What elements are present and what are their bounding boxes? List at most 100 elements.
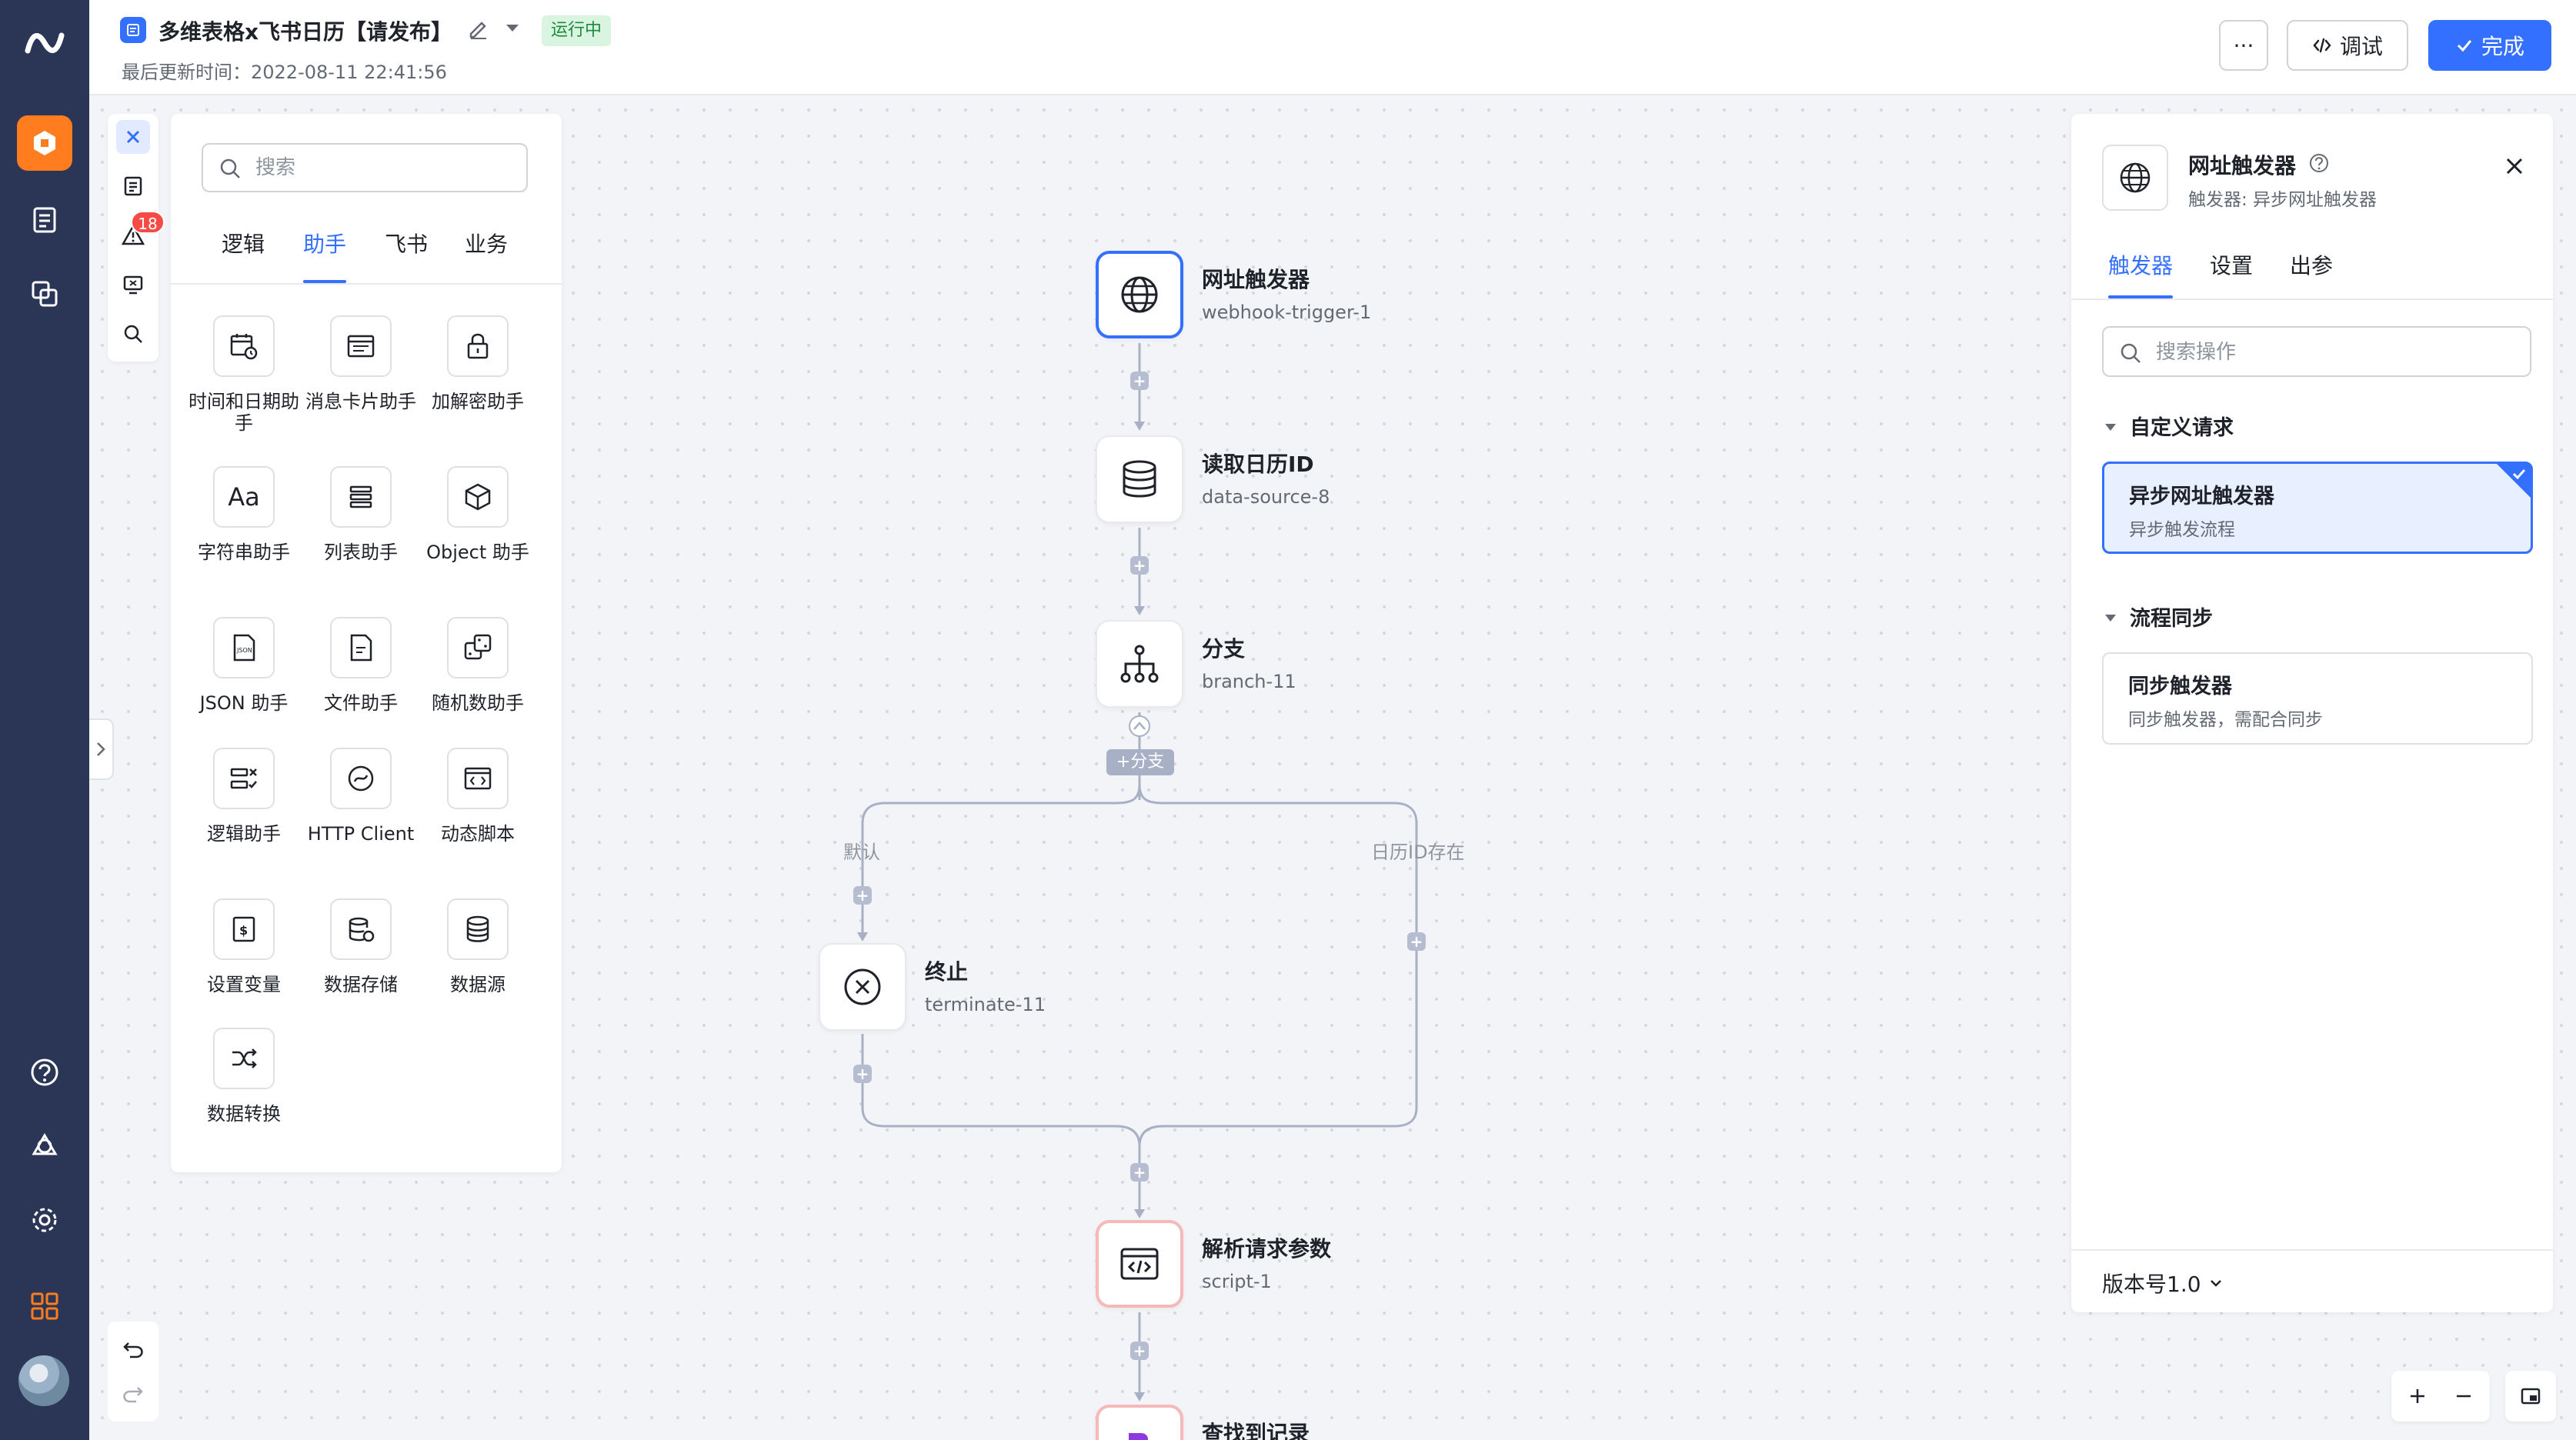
component-file-helper[interactable]: 文件助手 bbox=[303, 617, 419, 714]
component-label: HTTP Client bbox=[307, 823, 415, 845]
branch-icon bbox=[1120, 645, 1159, 683]
add-node-button[interactable]: + bbox=[1130, 372, 1149, 390]
left-nav bbox=[0, 0, 89, 1440]
node-id: branch-11 bbox=[1202, 671, 1296, 692]
minimap-icon[interactable] bbox=[2505, 1371, 2556, 1422]
component-datetime-helper[interactable]: 时间和日期助手 bbox=[186, 315, 302, 434]
warning-icon[interactable] bbox=[116, 218, 150, 252]
check-icon bbox=[2512, 468, 2526, 480]
component-label: 列表助手 bbox=[324, 542, 398, 563]
done-label: 完成 bbox=[2481, 34, 2524, 59]
tab-settings[interactable]: 设置 bbox=[2210, 253, 2254, 278]
add-branch-button[interactable]: +分支 bbox=[1106, 749, 1174, 775]
app-logo-icon[interactable] bbox=[18, 17, 71, 69]
section-flow-sync[interactable]: 流程同步 bbox=[2105, 602, 2213, 632]
undo-icon[interactable] bbox=[116, 1332, 150, 1366]
close-circle-icon bbox=[844, 968, 881, 1005]
component-list-helper[interactable]: 列表助手 bbox=[303, 466, 419, 563]
action-search[interactable] bbox=[2102, 326, 2531, 377]
doc-list-icon[interactable] bbox=[116, 169, 150, 203]
version-label: 版本号1.0 bbox=[2102, 1272, 2201, 1297]
version-select[interactable]: 版本号1.0 bbox=[2102, 1268, 2224, 1298]
section-title: 自定义请求 bbox=[2130, 416, 2234, 440]
add-node-button[interactable]: + bbox=[853, 886, 872, 905]
flow-node-script[interactable] bbox=[1096, 1220, 1183, 1308]
redo-icon[interactable] bbox=[116, 1377, 150, 1411]
close-icon[interactable] bbox=[2499, 151, 2530, 182]
component-json-helper[interactable]: JSON JSON 助手 bbox=[186, 617, 302, 714]
section-title: 流程同步 bbox=[2130, 607, 2213, 631]
component-set-variable[interactable]: $ 设置变量 bbox=[186, 898, 302, 995]
component-object-helper[interactable]: Object 助手 bbox=[420, 466, 536, 563]
component-crypto-helper[interactable]: 加解密助手 bbox=[420, 315, 536, 412]
chevron-down-icon bbox=[2210, 1280, 2221, 1287]
done-button[interactable]: 完成 bbox=[2428, 20, 2551, 71]
component-data-storage[interactable]: 数据存储 bbox=[303, 898, 419, 995]
component-data-source[interactable]: 数据源 bbox=[420, 898, 536, 995]
flow-node-terminate[interactable] bbox=[819, 943, 906, 1031]
card-desc: 异步触发流程 bbox=[2129, 520, 2235, 540]
tab-logic[interactable]: 逻辑 bbox=[222, 232, 265, 257]
node-name: 分支 bbox=[1202, 636, 1246, 662]
component-logic-helper[interactable]: 逻辑助手 bbox=[186, 748, 302, 845]
close-panel-icon[interactable] bbox=[116, 120, 150, 154]
debug-button[interactable]: 调试 bbox=[2287, 20, 2408, 71]
component-string-helper[interactable]: Aa 字符串助手 bbox=[186, 466, 302, 563]
script-icon bbox=[447, 748, 509, 809]
tab-trigger[interactable]: 触发器 bbox=[2108, 249, 2174, 298]
monitor-icon[interactable] bbox=[116, 268, 150, 302]
search-icon[interactable] bbox=[116, 317, 150, 351]
component-search-input[interactable] bbox=[255, 154, 517, 182]
tab-feishu[interactable]: 飞书 bbox=[385, 232, 429, 257]
json-file-icon: JSON bbox=[213, 617, 275, 678]
expand-handle[interactable] bbox=[89, 718, 114, 780]
trigger-card-async[interactable]: 异步网址触发器 异步触发流程 bbox=[2102, 462, 2533, 554]
calendar-clock-icon bbox=[213, 315, 275, 377]
nav-settings-icon[interactable] bbox=[17, 1192, 72, 1248]
edit-title-icon[interactable] bbox=[466, 17, 489, 43]
nav-help-icon[interactable] bbox=[17, 1045, 72, 1100]
flow-node-webhook-trigger[interactable] bbox=[1096, 251, 1183, 338]
tab-helper[interactable]: 助手 bbox=[303, 231, 347, 283]
trigger-card-sync[interactable]: 同步触发器 同步触发器，需配合同步 bbox=[2102, 652, 2533, 745]
nav-document-icon[interactable] bbox=[17, 192, 72, 248]
component-http-client[interactable]: HTTP Client bbox=[303, 748, 419, 845]
section-custom-request[interactable]: 自定义请求 bbox=[2105, 411, 2234, 441]
add-node-button[interactable]: + bbox=[1130, 556, 1149, 575]
last-updated-text: 最后更新时间：2022-08-11 22:41:56 bbox=[122, 62, 447, 83]
zoom-out-icon[interactable] bbox=[2447, 1379, 2481, 1413]
logic-icon bbox=[213, 748, 275, 809]
more-button[interactable]: ··· bbox=[2219, 20, 2268, 71]
add-node-button[interactable]: + bbox=[1407, 932, 1426, 951]
nav-explore-icon[interactable] bbox=[17, 1118, 72, 1174]
component-label: 时间和日期助手 bbox=[189, 391, 299, 434]
database-icon bbox=[447, 898, 509, 960]
component-random-helper[interactable]: 随机数助手 bbox=[420, 617, 536, 714]
add-node-button[interactable]: + bbox=[1130, 1342, 1149, 1360]
user-avatar[interactable] bbox=[18, 1355, 69, 1406]
title-dropdown-icon[interactable] bbox=[503, 18, 522, 40]
help-icon[interactable] bbox=[2308, 152, 2330, 177]
add-node-button[interactable]: + bbox=[853, 1065, 872, 1083]
component-data-transform[interactable]: 数据转换 bbox=[186, 1028, 302, 1125]
tab-business[interactable]: 业务 bbox=[465, 232, 509, 257]
tab-output[interactable]: 出参 bbox=[2290, 253, 2334, 278]
node-id: data-source-8 bbox=[1202, 486, 1330, 508]
component-label: 数据转换 bbox=[207, 1103, 281, 1125]
action-search-input[interactable] bbox=[2156, 338, 2518, 366]
nav-apps-grid-icon[interactable] bbox=[17, 1278, 72, 1334]
zoom-in-icon[interactable] bbox=[2401, 1379, 2434, 1413]
nav-copy-icon[interactable] bbox=[17, 266, 72, 322]
component-dynamic-script[interactable]: 动态脚本 bbox=[420, 748, 536, 845]
nav-workflow-icon[interactable] bbox=[17, 115, 72, 171]
flow-node-branch[interactable] bbox=[1096, 620, 1183, 708]
add-node-button[interactable]: + bbox=[1130, 1163, 1149, 1182]
component-search[interactable] bbox=[202, 143, 528, 192]
flow-node-data-source[interactable] bbox=[1096, 435, 1183, 523]
node-id: webhook-trigger-1 bbox=[1202, 302, 1372, 323]
flow-node-record[interactable] bbox=[1096, 1405, 1183, 1440]
component-message-card-helper[interactable]: 消息卡片助手 bbox=[303, 315, 419, 412]
globe-icon bbox=[1121, 276, 1158, 313]
config-title: 网址触发器 bbox=[2188, 153, 2297, 178]
